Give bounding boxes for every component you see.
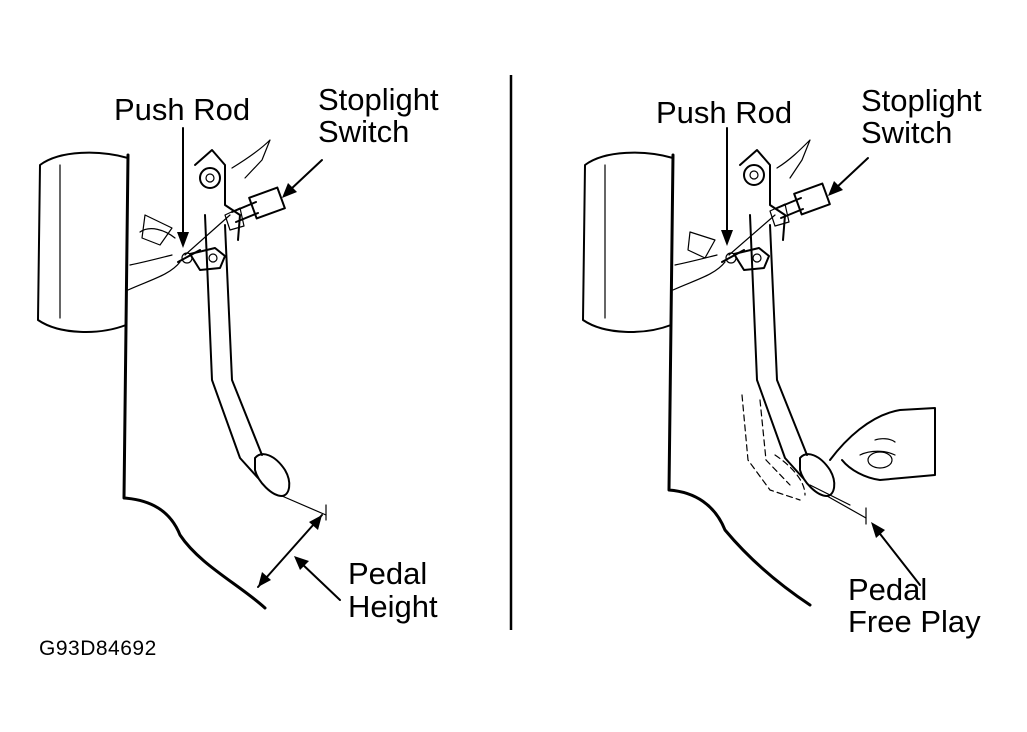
brake-pedal-arm [204,214,263,479]
right-push-rod-label: Push Rod [656,95,793,130]
right-switch-label-line1: Stoplight [861,83,982,118]
left-measure-label-line2: Height [348,589,438,624]
firewall [122,153,267,610]
brake-booster [37,151,129,333]
left-switch-label-line2: Switch [318,114,410,149]
left-push-rod-label: Push Rod [114,92,251,127]
left-measure-label-line1: Pedal [348,556,428,591]
pedal-bracket [194,149,241,241]
hand [829,407,936,481]
pivot-bolt [199,167,221,189]
stoplight-switch [248,186,286,220]
right-measure-label-line2: Free Play [848,604,981,639]
left-switch-label-line1: Stoplight [318,82,439,117]
pedal-height-dimension [257,514,323,588]
figure-code: G93D84692 [39,637,157,660]
right-switch-label-line2: Switch [861,115,953,150]
pedal-pad [254,453,291,497]
right-measure-label-line1: Pedal [848,572,928,607]
